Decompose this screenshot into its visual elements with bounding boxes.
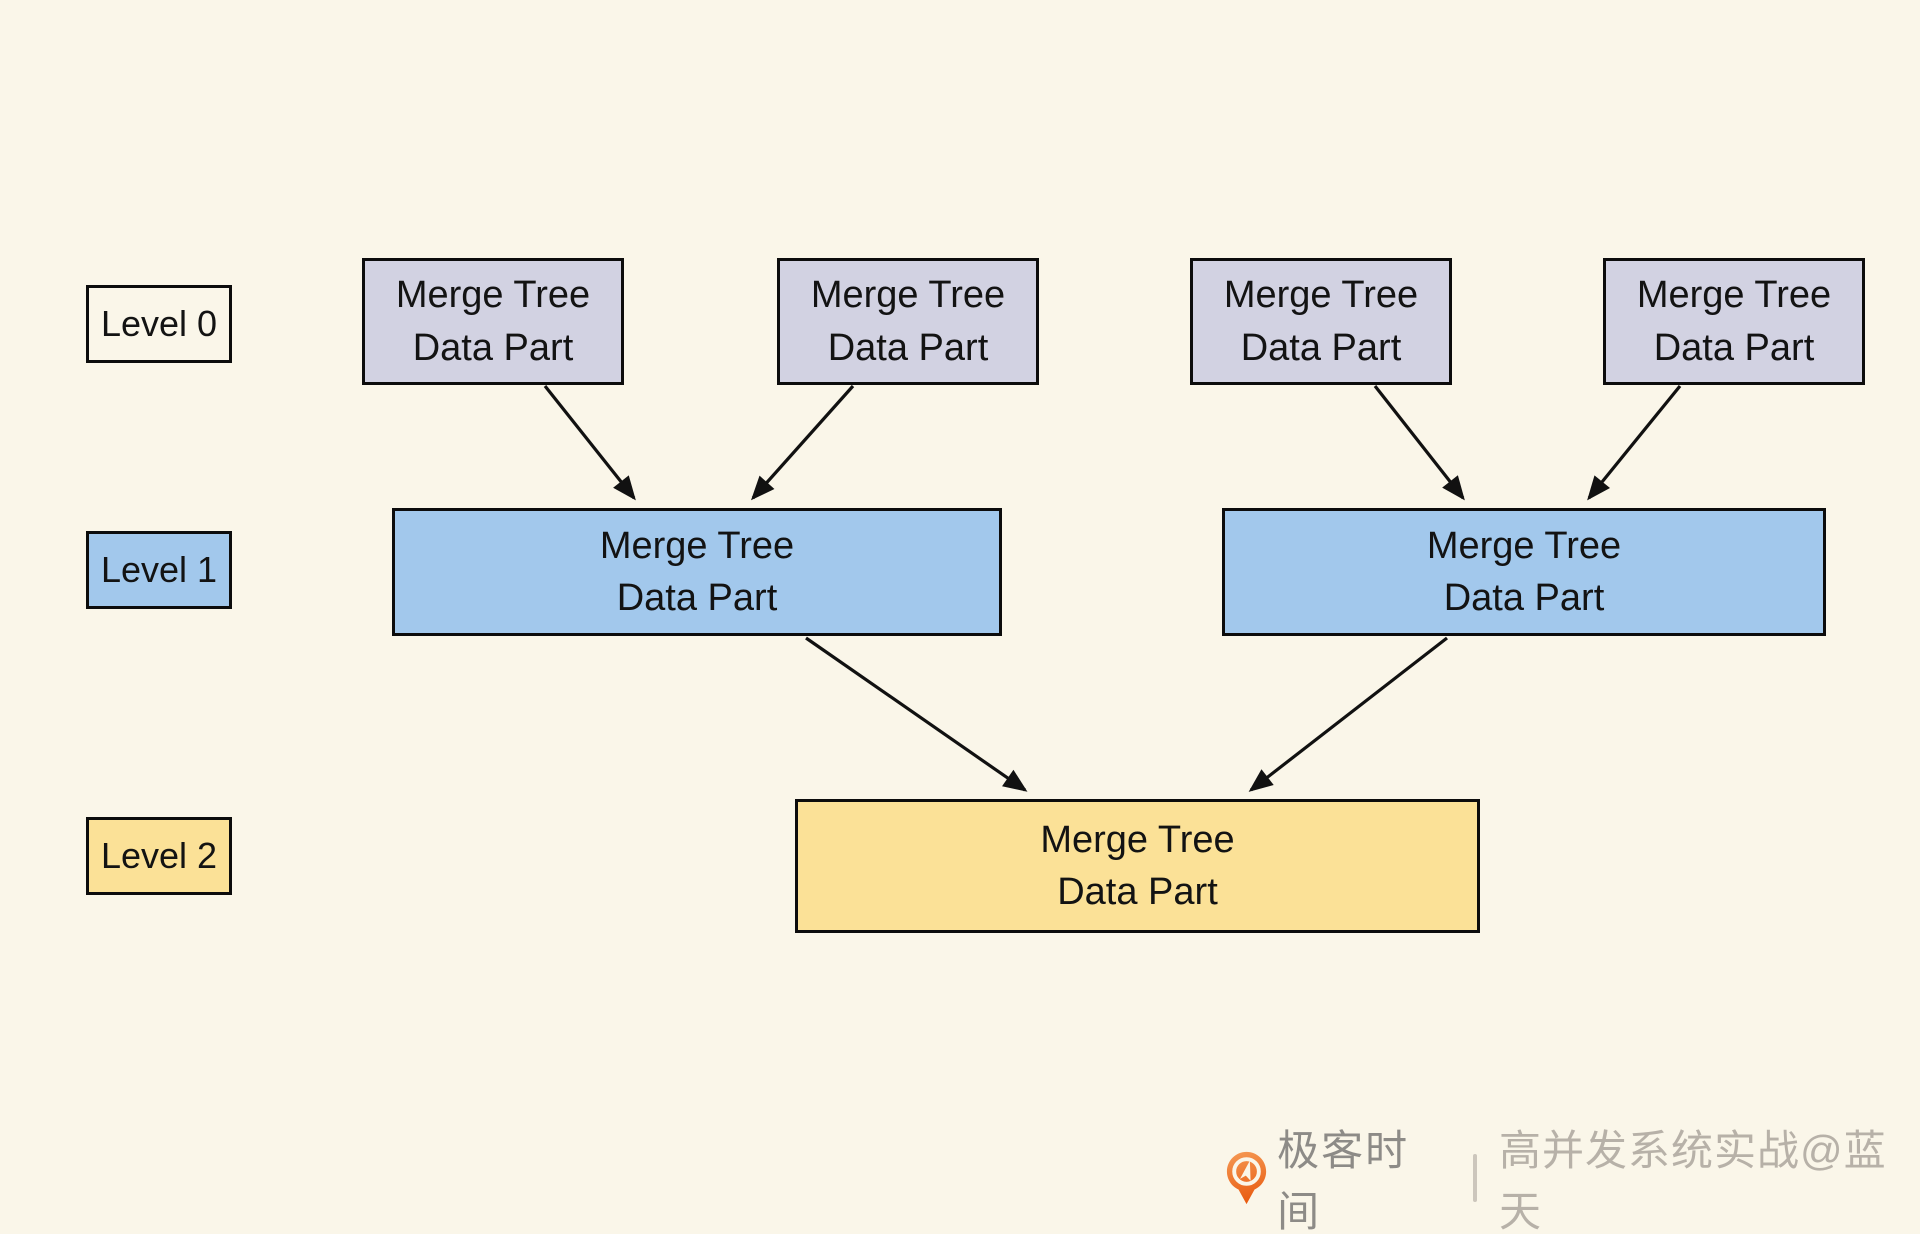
- level2-data-part-1: Merge Tree Data Part: [795, 799, 1480, 933]
- arrow-l0p2-to-l1p1: [751, 384, 855, 501]
- arrow-l1p2-to-l2p1: [1248, 636, 1448, 792]
- level1-data-part-1: Merge Tree Data Part: [392, 508, 1002, 636]
- separator-bar: [1473, 1154, 1478, 1202]
- arrow-l1p1-to-l2p1: [805, 636, 1028, 792]
- level1-data-part-2: Merge Tree Data Part: [1222, 508, 1826, 636]
- arrow-l0p4-to-l1p2: [1587, 384, 1682, 501]
- legend-level-1: Level 1: [86, 531, 232, 609]
- footer-watermark: 极客时间 高并发系统实战@蓝天: [1226, 1127, 1920, 1234]
- geektime-logo-icon: [1226, 1151, 1267, 1205]
- arrow-l0p3-to-l1p2: [1373, 385, 1465, 501]
- credit-text: 高并发系统实战@蓝天: [1499, 1127, 1887, 1234]
- level0-data-part-4: Merge Tree Data Part: [1603, 258, 1865, 385]
- level0-data-part-1: Merge Tree Data Part: [362, 258, 624, 385]
- level0-data-part-2: Merge Tree Data Part: [777, 258, 1039, 385]
- arrow-l0p1-to-l1p1: [543, 385, 636, 501]
- legend-level-0-label: Level 0: [100, 303, 218, 344]
- legend-level-2: Level 2: [86, 817, 232, 895]
- legend-level-0: Level 0: [86, 285, 232, 363]
- brand-text: 极客时间: [1277, 1127, 1410, 1234]
- legend-level-2-label: Level 2: [100, 835, 218, 876]
- level0-data-part-3: Merge Tree Data Part: [1190, 258, 1452, 385]
- legend-level-1-label: Level 1: [100, 549, 218, 590]
